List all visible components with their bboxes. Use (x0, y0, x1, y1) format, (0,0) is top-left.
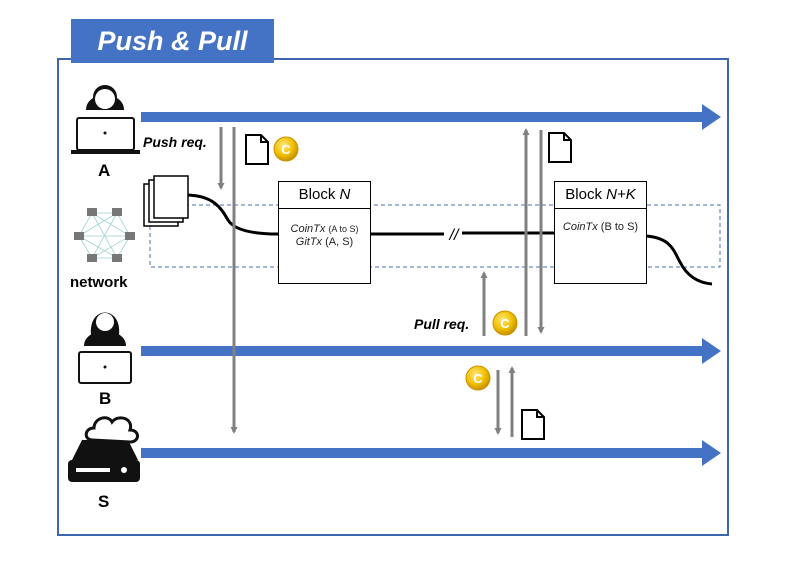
blockchain-line (184, 193, 713, 286)
svg-text:C: C (473, 371, 483, 386)
timeline-a (141, 104, 721, 130)
network-node-icons (74, 208, 135, 262)
block-n-index: N (339, 186, 351, 203)
file-icon (548, 132, 572, 163)
block-nk-coin-tx: CoinTx (B to S) (555, 221, 646, 234)
block-nk-tx1-name: CoinTx (562, 221, 598, 233)
block-n-tx1-name: CoinTx (290, 223, 326, 235)
block-n-word: Block (298, 186, 336, 203)
pull-request-label: Pull req. (414, 316, 470, 332)
block-n-tx1-args: (A to S) (328, 224, 359, 234)
block-nk-word: Block (565, 186, 602, 203)
user-a-icon (71, 85, 140, 154)
block-n-coin-tx: CoinTx (A to S) (279, 223, 370, 236)
actor-label-s: S (98, 492, 110, 511)
user-b-icon (78, 312, 132, 384)
push-request-label: Push req. (143, 134, 207, 150)
block-n: Block N CoinTx (A to S) GitTx (A, S) (278, 181, 371, 284)
actor-label-b: B (99, 389, 112, 408)
chain-break-mark: // (449, 227, 460, 244)
block-n-tx2-args: (A, S) (325, 236, 354, 248)
block-n-plus-k: Block N+K CoinTx (B to S) (554, 181, 647, 284)
cloud-server-icon (68, 416, 140, 482)
actor-label-a: A (98, 161, 111, 180)
coin-icon: C (492, 310, 518, 336)
timeline-s (141, 440, 721, 466)
actor-label-network: network (70, 274, 128, 291)
document-stack-icon (143, 175, 189, 227)
coin-icon: C (273, 136, 299, 162)
timeline-b (141, 338, 721, 364)
block-n-tx2-name: GitTx (295, 236, 323, 248)
svg-text:C: C (500, 316, 510, 331)
block-nk-header: Block N+K (555, 182, 646, 209)
block-nk-index: N+K (606, 186, 636, 203)
coin-icon: C (465, 365, 491, 391)
block-nk-tx1-args: (B to S) (600, 221, 639, 233)
block-n-git-tx: GitTx (A, S) (279, 236, 370, 249)
svg-text:C: C (281, 142, 291, 157)
file-icon (521, 409, 545, 440)
diagram-title: Push & Pull (71, 19, 274, 63)
block-n-header: Block N (279, 182, 370, 209)
message-arrows (217, 127, 545, 437)
diagram-frame (57, 58, 729, 536)
file-icon (245, 134, 269, 165)
network-area (149, 204, 721, 268)
